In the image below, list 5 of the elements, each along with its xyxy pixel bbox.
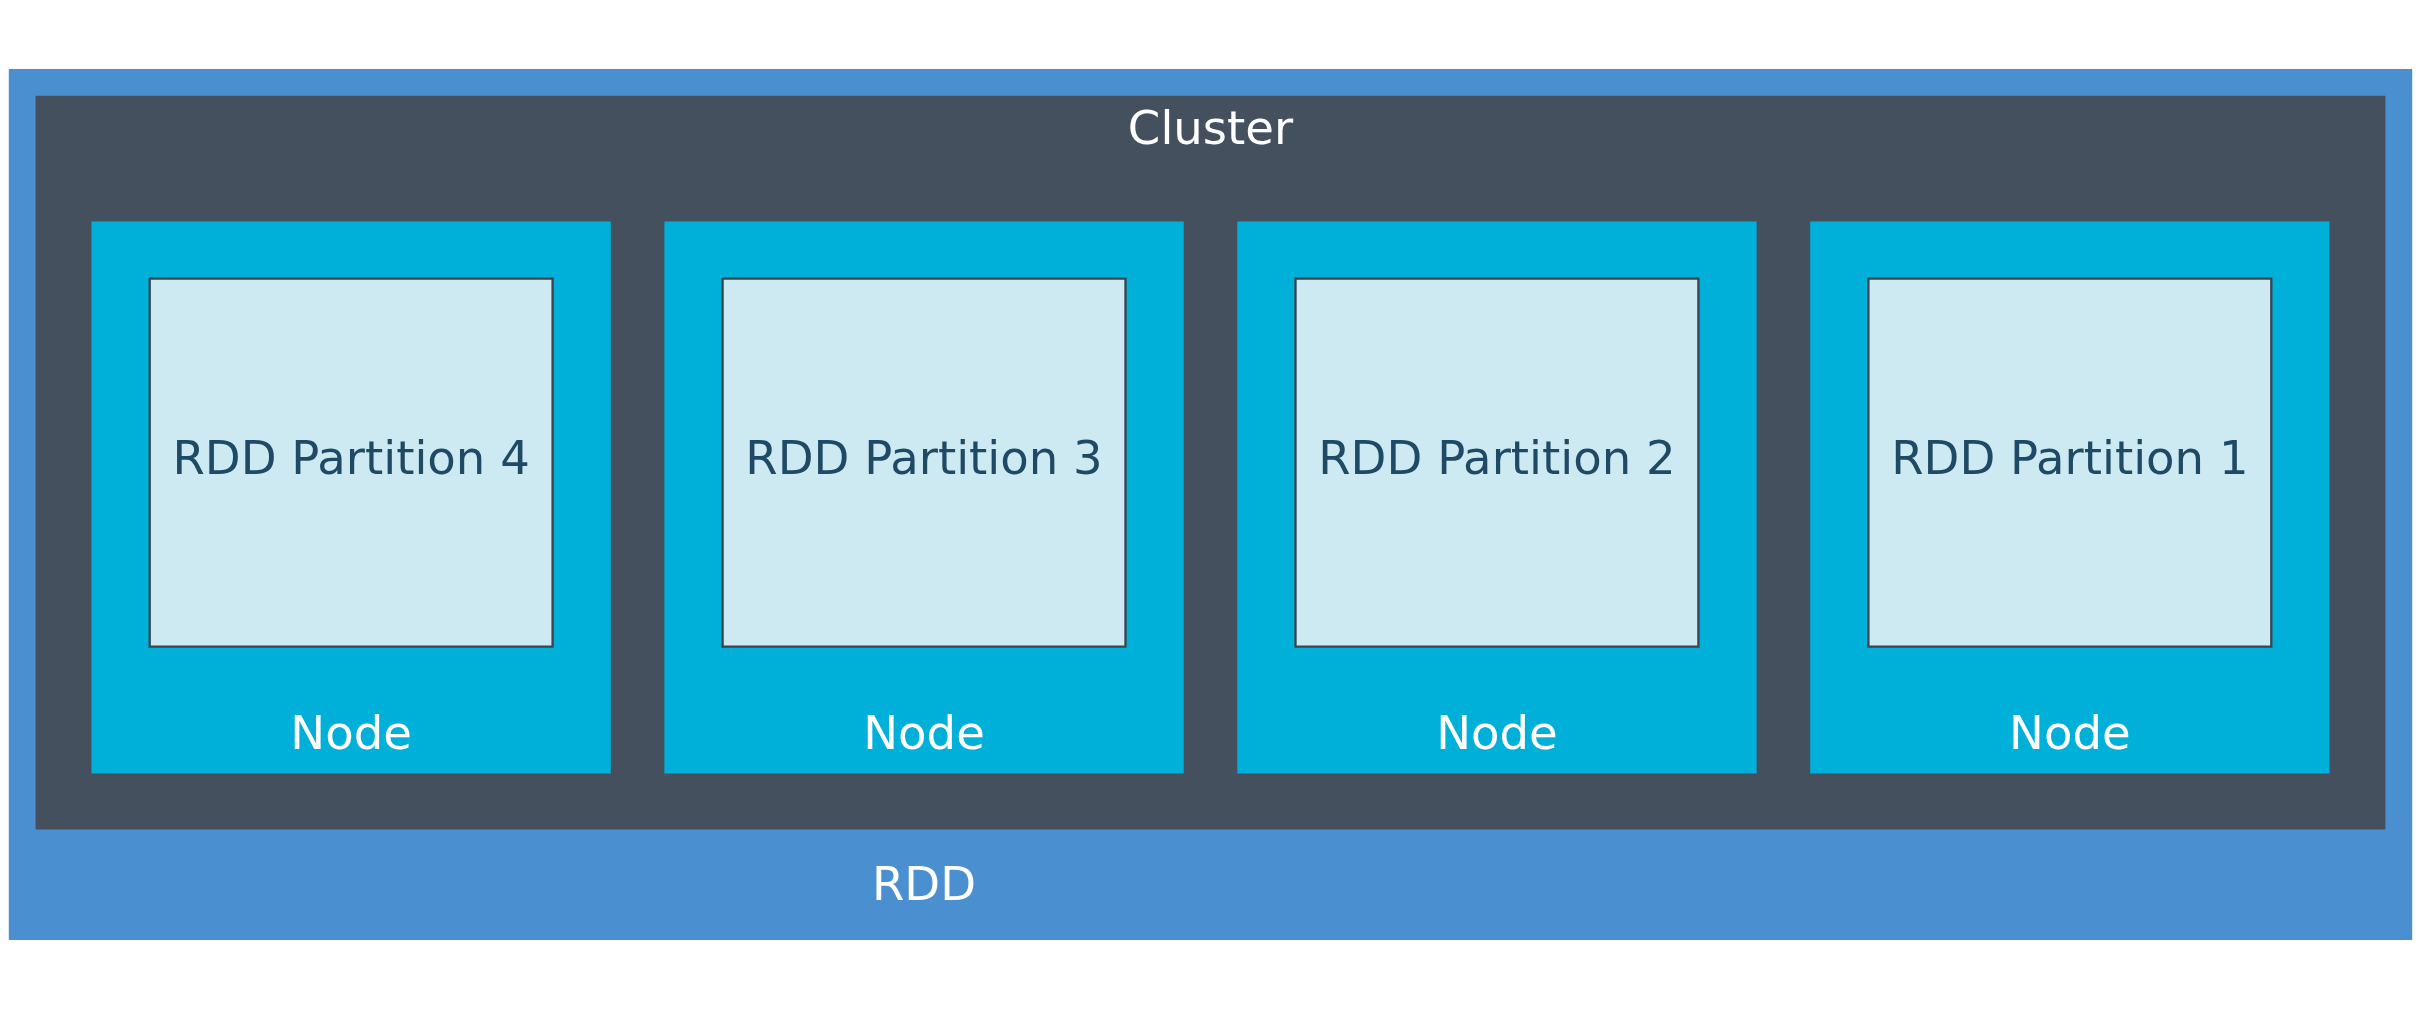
node-box: RDD Partition 2	[1294, 277, 1700, 648]
node-box: RDD Partition 1	[1867, 277, 2273, 648]
label: RDD	[872, 857, 977, 912]
node-box: RDD Partition 4	[148, 277, 554, 648]
node-box: RDD Partition 3	[721, 277, 1127, 648]
